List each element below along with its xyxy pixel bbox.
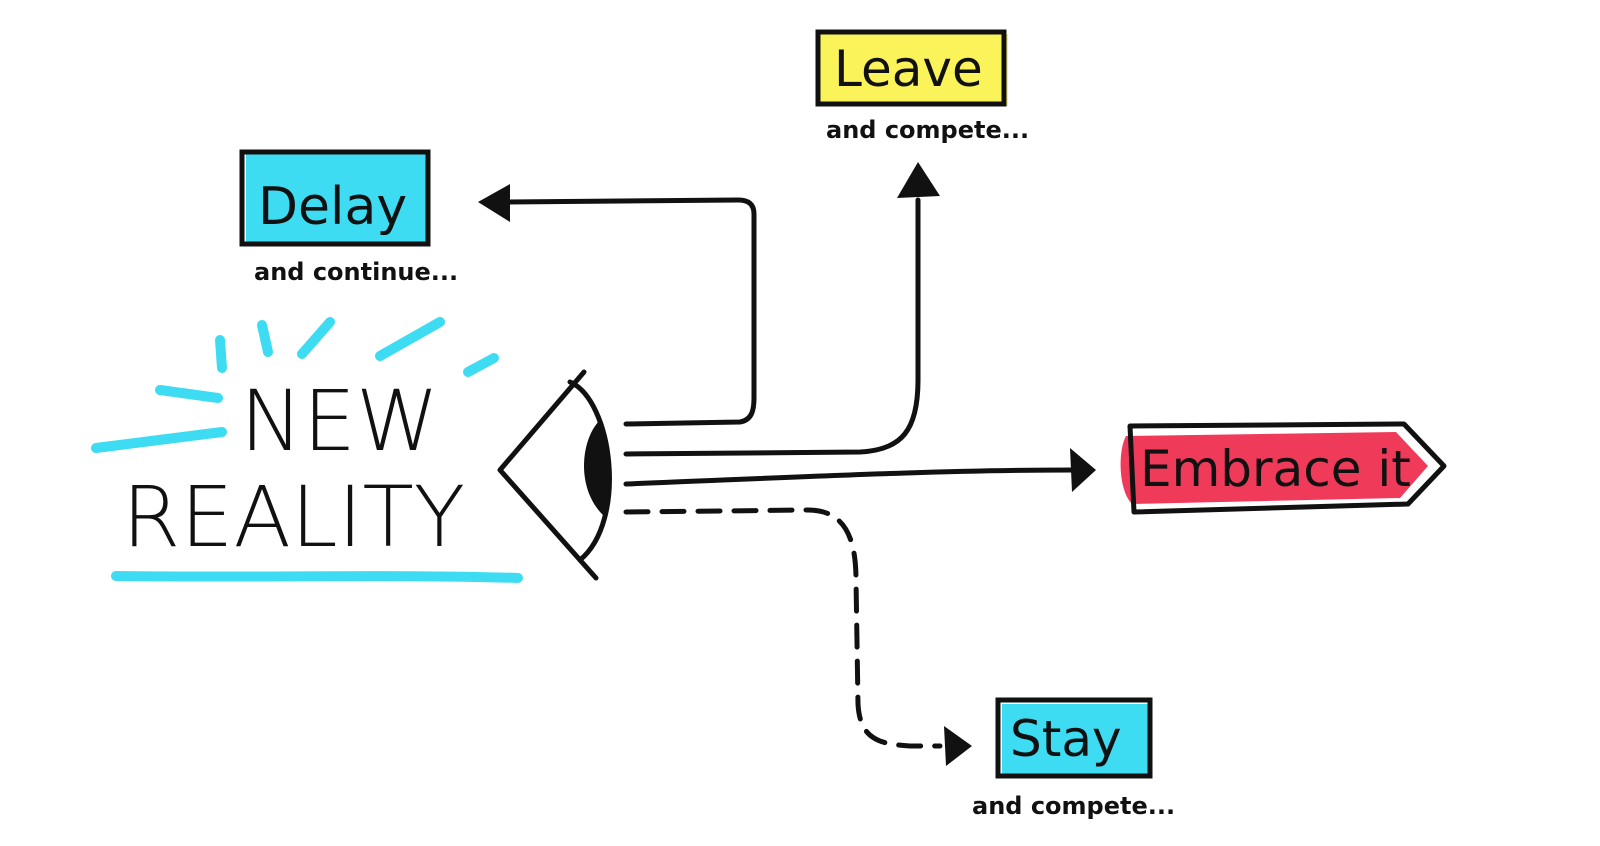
arrow-to-leave bbox=[623, 162, 940, 457]
arrowhead bbox=[478, 184, 510, 222]
sparkle-line bbox=[375, 317, 445, 361]
leave-sub: and compete... bbox=[826, 116, 1029, 144]
embrace-highlight bbox=[1120, 432, 1428, 504]
delay-highlight bbox=[246, 154, 426, 242]
stay-sub: and compete... bbox=[972, 792, 1175, 820]
center-title-line1: NEW bbox=[240, 372, 439, 470]
arrow-to-stay bbox=[623, 507, 972, 766]
arrow-to-delay bbox=[478, 184, 757, 427]
stay-box bbox=[995, 697, 1153, 779]
option-stay: Stay and compete... bbox=[972, 697, 1175, 820]
stay-label: Stay bbox=[1010, 710, 1122, 768]
option-delay: Delay and continue... bbox=[239, 149, 458, 286]
eye-icon bbox=[497, 369, 612, 581]
title-underline bbox=[111, 571, 523, 583]
eye-pupil bbox=[584, 420, 611, 516]
arrow-to-embrace bbox=[623, 448, 1096, 492]
leave-label: Leave bbox=[834, 40, 983, 98]
embrace-label: Embrace it bbox=[1140, 440, 1411, 498]
leave-box bbox=[815, 29, 1007, 107]
leave-highlight bbox=[816, 34, 1008, 106]
stay-highlight bbox=[1002, 704, 1150, 774]
delay-label: Delay bbox=[258, 177, 407, 237]
delay-box bbox=[239, 149, 431, 247]
sparkle-line bbox=[155, 385, 223, 403]
arrowhead bbox=[897, 162, 940, 198]
arrowhead bbox=[1070, 448, 1096, 492]
option-embrace: Embrace it bbox=[1120, 421, 1447, 515]
center-title-line2: REALITY bbox=[122, 468, 465, 566]
sparkle-line bbox=[297, 317, 335, 359]
delay-sub: and continue... bbox=[254, 258, 458, 286]
sparkle-line bbox=[463, 353, 499, 377]
sparkle-line bbox=[91, 427, 227, 453]
arrowhead bbox=[944, 726, 972, 766]
sparkle-line bbox=[215, 335, 227, 373]
embrace-box bbox=[1127, 421, 1447, 515]
sparkle-line bbox=[257, 320, 273, 357]
option-leave: Leave and compete... bbox=[815, 29, 1029, 144]
sparkle-lines bbox=[91, 317, 499, 453]
